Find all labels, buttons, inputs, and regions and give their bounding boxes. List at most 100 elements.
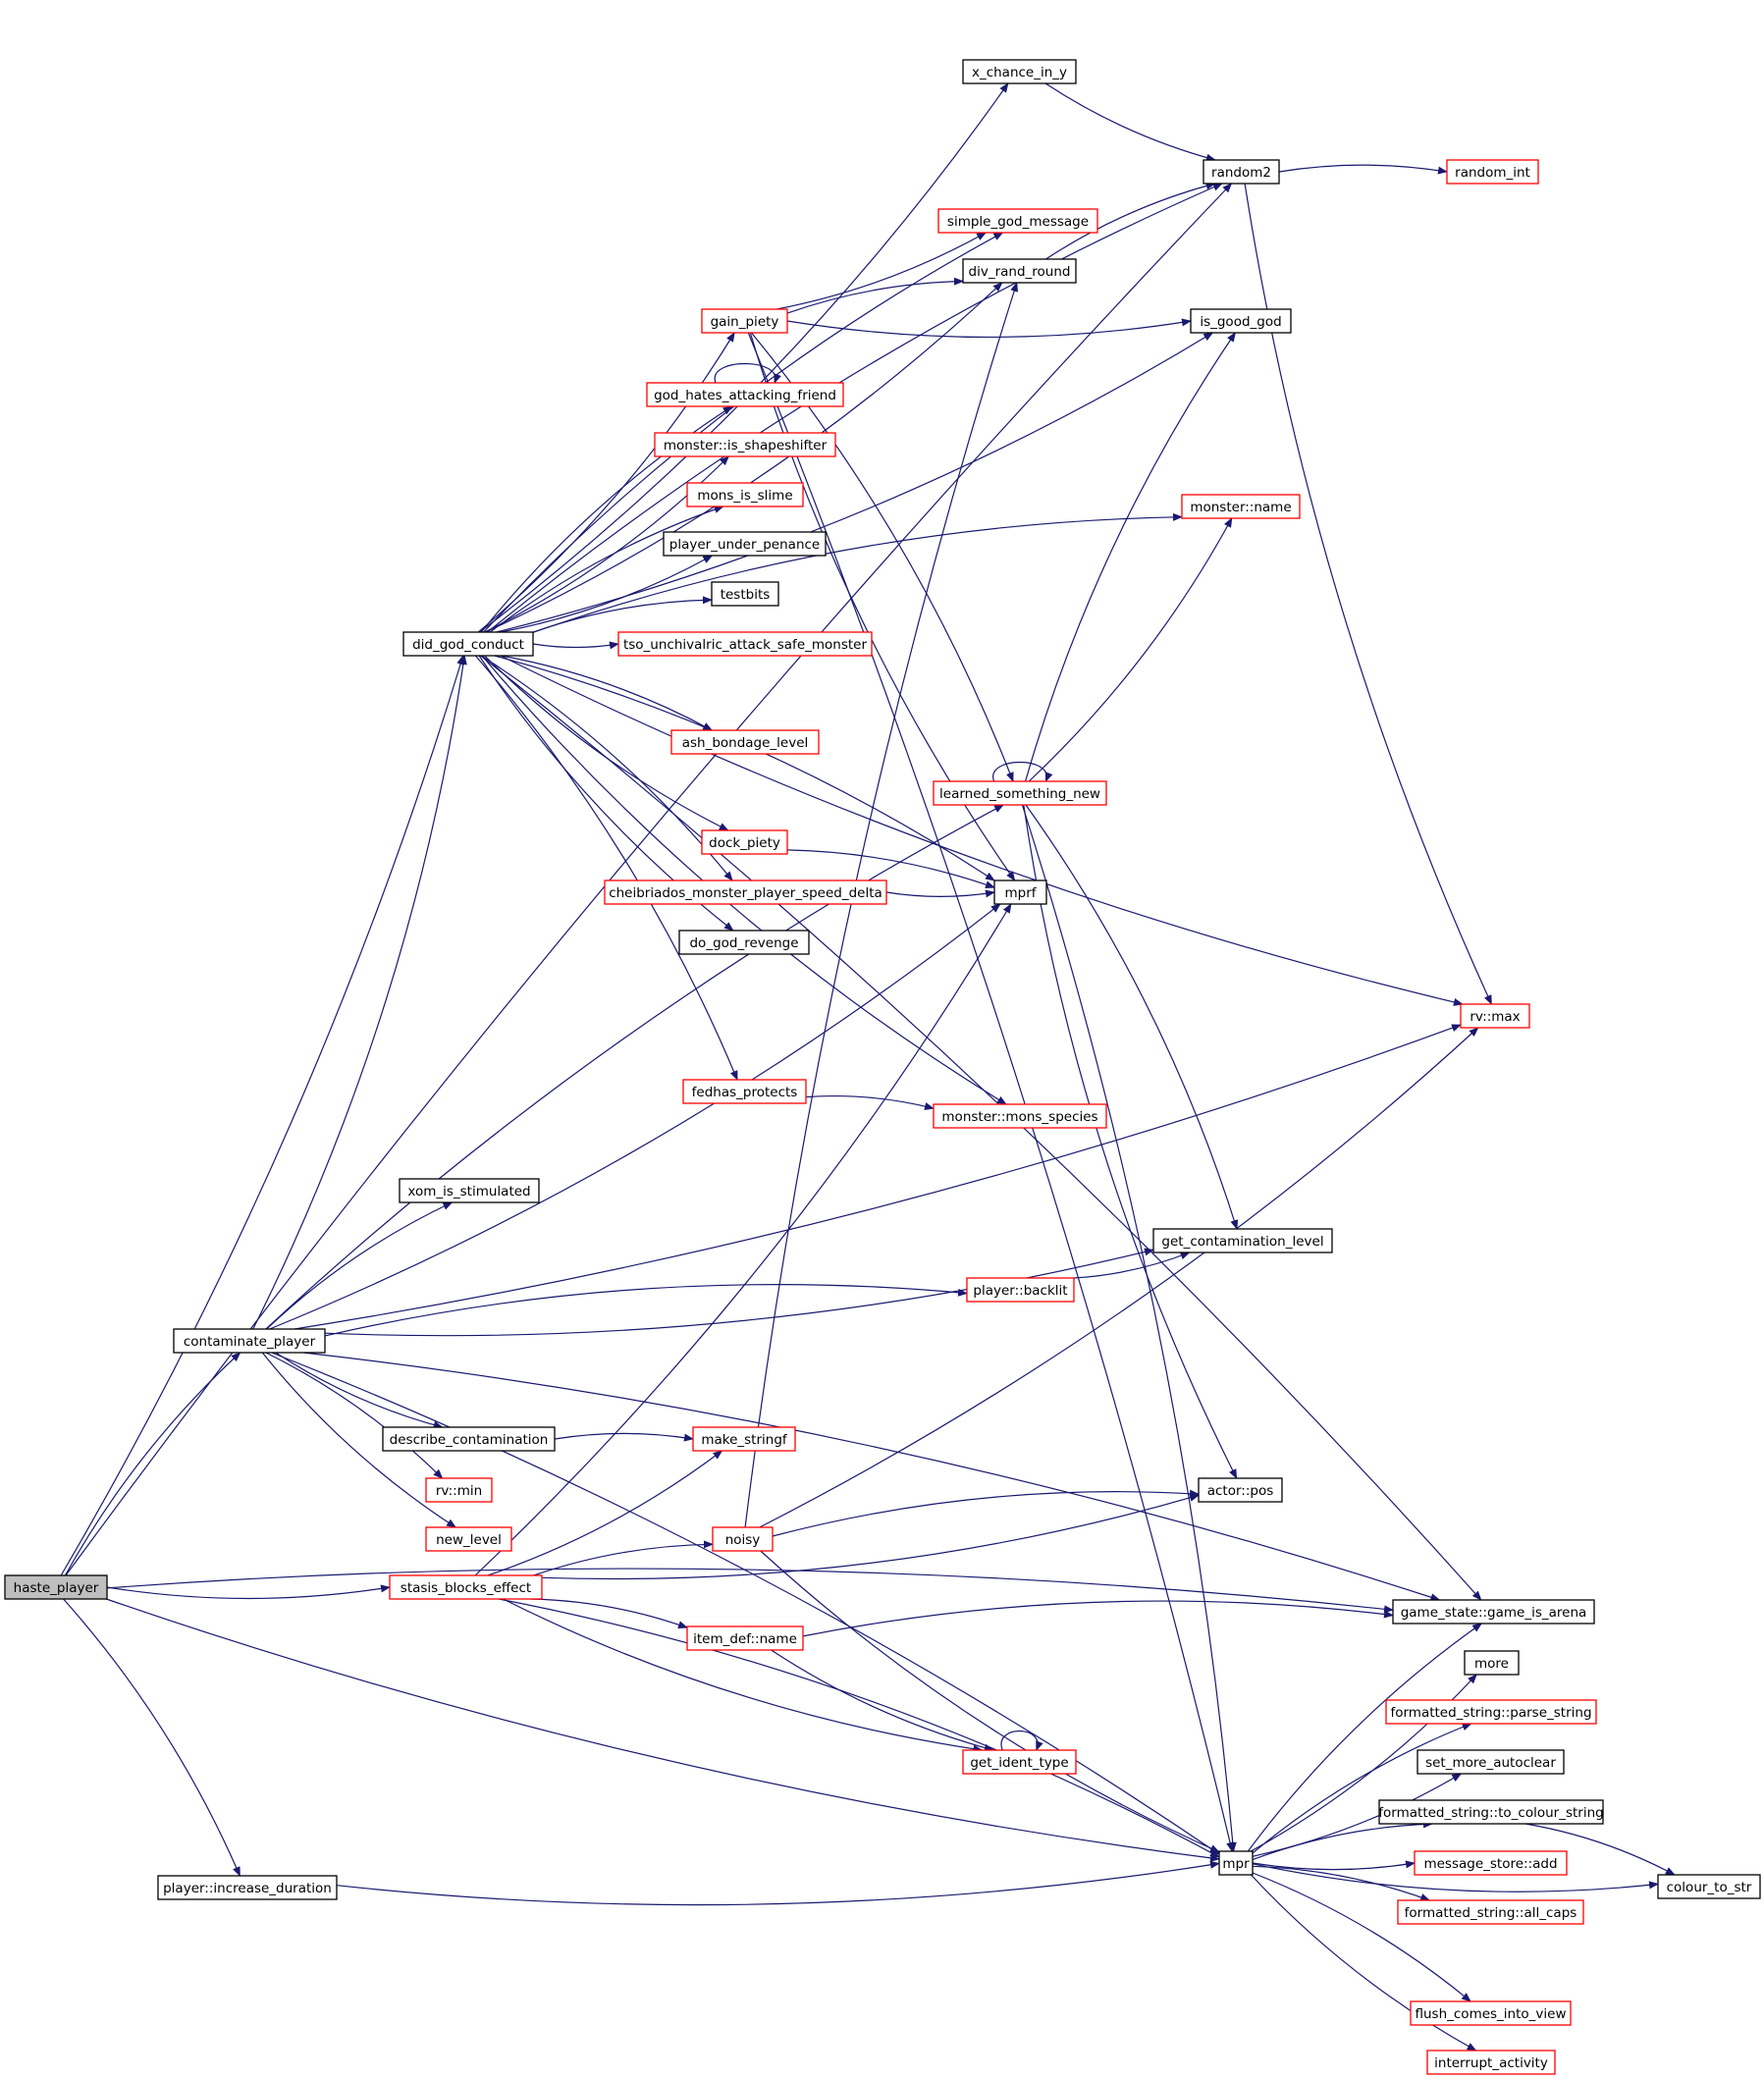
node-label: did_god_conduct xyxy=(412,637,524,653)
node-box xyxy=(1392,1599,1595,1625)
node-box xyxy=(425,1477,493,1503)
call-edge-fedhas_protects-to-mons_species xyxy=(805,1095,935,1110)
node-box xyxy=(173,1328,326,1354)
node-label: monster::name xyxy=(1190,500,1291,515)
node-label: monster::mons_species xyxy=(941,1109,1097,1125)
node-box xyxy=(1426,2050,1556,2075)
node-label: ash_bondage_level xyxy=(682,735,809,751)
node-mons-species[interactable]: monster::mons_species xyxy=(933,1103,1107,1129)
call-edge-noisy-to-mpr xyxy=(760,1550,1220,1853)
node-label: random_int xyxy=(1455,165,1530,181)
node-item-def-name[interactable]: item_def::name xyxy=(686,1625,804,1651)
node-message-store-add[interactable]: message_store::add xyxy=(1414,1850,1568,1876)
node-box xyxy=(937,208,1098,234)
call-edge-mpr-to-game_is_arena xyxy=(1247,1623,1483,1852)
call-edge-haste_player-to-mpr xyxy=(106,1598,1220,1862)
node-box xyxy=(1198,1477,1283,1503)
node-label: testbits xyxy=(721,587,771,603)
node-box xyxy=(933,1103,1107,1129)
node-ash-bondage-level[interactable]: ash_bondage_level xyxy=(670,729,820,755)
call-edge-stasis_blocks_effect-to-item_def_name xyxy=(530,1598,688,1628)
node-box xyxy=(701,308,788,334)
node-tso-unchivalric[interactable]: tso_unchivalric_attack_safe_monster xyxy=(617,631,873,657)
call-edge-contaminate_player-to-get_contamination_level xyxy=(324,1248,1154,1337)
node-get-contamination-level: get_contamination_level xyxy=(1152,1228,1333,1253)
node-box xyxy=(1417,1749,1565,1775)
call-edge-contaminate_player-to-did_god_conduct xyxy=(252,655,467,1330)
call-edge-stasis_blocks_effect-to-mprf xyxy=(474,903,1012,1576)
node-box xyxy=(686,482,804,507)
node-fedhas-protects[interactable]: fedhas_protects xyxy=(682,1079,807,1104)
node-get-ident-type[interactable]: get_ident_type xyxy=(962,1749,1077,1775)
node-is-good-god: is_good_god xyxy=(1190,308,1292,334)
node-make-stringf[interactable]: make_stringf xyxy=(692,1426,796,1452)
node-box xyxy=(389,1574,543,1600)
node-label: haste_player xyxy=(14,1580,99,1596)
node-all-caps[interactable]: formatted_string::all_caps xyxy=(1397,1899,1584,1925)
node-interrupt-activity[interactable]: interrupt_activity xyxy=(1426,2050,1556,2075)
call-edge-contaminate_player-to-mprf xyxy=(269,903,1001,1330)
node-mprf: mprf xyxy=(993,879,1047,905)
node-stasis-blocks-effect[interactable]: stasis_blocks_effect xyxy=(389,1574,543,1600)
call-edge-get_ident_type-to-get_ident_type xyxy=(1000,1731,1043,1751)
call-edge-did_god_conduct-to-player_under_penance xyxy=(500,555,714,633)
node-label: cheibriados_monster_player_speed_delta xyxy=(609,885,882,901)
call-edge-did_god_conduct-to-god_hates_attacking_friend xyxy=(480,405,733,633)
node-gain-piety[interactable]: gain_piety xyxy=(701,308,788,334)
node-monster-is-shapeshifter[interactable]: monster::is_shapeshifter xyxy=(654,432,836,457)
node-learned-something-new[interactable]: learned_something_new xyxy=(933,780,1107,806)
node-box xyxy=(1152,1228,1333,1253)
node-label: flush_comes_into_view xyxy=(1415,2006,1566,2022)
call-edge-learned_something_new-to-is_good_god xyxy=(1025,332,1236,782)
node-cheibriados[interactable]: cheibriados_monster_player_speed_delta xyxy=(604,879,887,905)
node-label: learned_something_new xyxy=(939,786,1100,802)
node-dock-piety[interactable]: dock_piety xyxy=(701,829,788,855)
node-label: player_under_penance xyxy=(669,537,820,553)
node-box xyxy=(962,258,1077,284)
node-player-backlit[interactable]: player::backlit xyxy=(966,1277,1075,1303)
call-edge-haste_player-to-did_god_conduct xyxy=(60,655,465,1576)
node-box xyxy=(1410,2000,1572,2026)
node-noisy[interactable]: noisy xyxy=(712,1526,774,1552)
node-box xyxy=(966,1277,1075,1303)
node-label: simple_god_message xyxy=(947,214,1089,230)
node-box xyxy=(1385,1699,1597,1725)
call-edge-div_rand_round-to-random2 xyxy=(1045,182,1216,260)
node-rv-max[interactable]: rv::max xyxy=(1460,1003,1530,1029)
call-edge-did_god_conduct-to-tso_unchivalric xyxy=(532,641,619,650)
call-edge-haste_player-to-contaminate_player xyxy=(64,1352,241,1576)
node-box xyxy=(682,1079,807,1104)
node-box xyxy=(382,1426,556,1452)
node-random-int[interactable]: random_int xyxy=(1446,159,1539,185)
call-edge-did_god_conduct-to-div_rand_round xyxy=(485,282,1003,633)
node-simple-god-message[interactable]: simple_god_message xyxy=(937,208,1098,234)
call-edge-contaminate_player-to-game_is_arena xyxy=(303,1352,1441,1602)
node-label: is_good_god xyxy=(1200,314,1281,330)
node-god-hates-attacking-friend[interactable]: god_hates_attacking_friend xyxy=(646,382,844,407)
call-edge-did_god_conduct-to-cheibriados xyxy=(481,655,733,881)
node-haste-player: haste_player xyxy=(4,1574,108,1600)
node-label: player::backlit xyxy=(973,1283,1067,1299)
node-rv-min[interactable]: rv::min xyxy=(425,1477,493,1503)
call-edge-learned_something_new-to-actor_pos xyxy=(1023,804,1238,1479)
node-box xyxy=(157,1875,338,1900)
call-edge-did_god_conduct-to-testbits xyxy=(532,596,713,633)
node-do-god-revenge: do_god_revenge xyxy=(678,930,810,955)
call-edge-dock_piety-to-mprf xyxy=(786,849,995,888)
call-edge-stasis_blocks_effect-to-make_stringf xyxy=(487,1450,723,1576)
call-edge-random2-to-rv_max xyxy=(1244,183,1492,1005)
node-mons-is-slime[interactable]: mons_is_slime xyxy=(686,482,804,507)
node-label: colour_to_str xyxy=(1667,1880,1752,1895)
node-label: rv::max xyxy=(1470,1009,1520,1025)
node-flush-comes-into-view[interactable]: flush_comes_into_view xyxy=(1410,2000,1572,2026)
node-label: message_store::add xyxy=(1423,1856,1557,1872)
node-parse-string[interactable]: formatted_string::parse_string xyxy=(1385,1699,1597,1725)
node-new-level[interactable]: new_level xyxy=(425,1526,512,1552)
call-edge-contaminate_player-to-describe_contamination xyxy=(275,1352,444,1429)
node-box xyxy=(654,432,836,457)
node-set-more-autoclear: set_more_autoclear xyxy=(1417,1749,1565,1775)
node-monster-name[interactable]: monster::name xyxy=(1181,494,1301,519)
call-edge-noisy-to-div_rand_round xyxy=(744,282,1018,1528)
node-label: div_rand_round xyxy=(969,264,1071,280)
call-edge-did_god_conduct-to-ash_bondage_level xyxy=(501,655,714,731)
